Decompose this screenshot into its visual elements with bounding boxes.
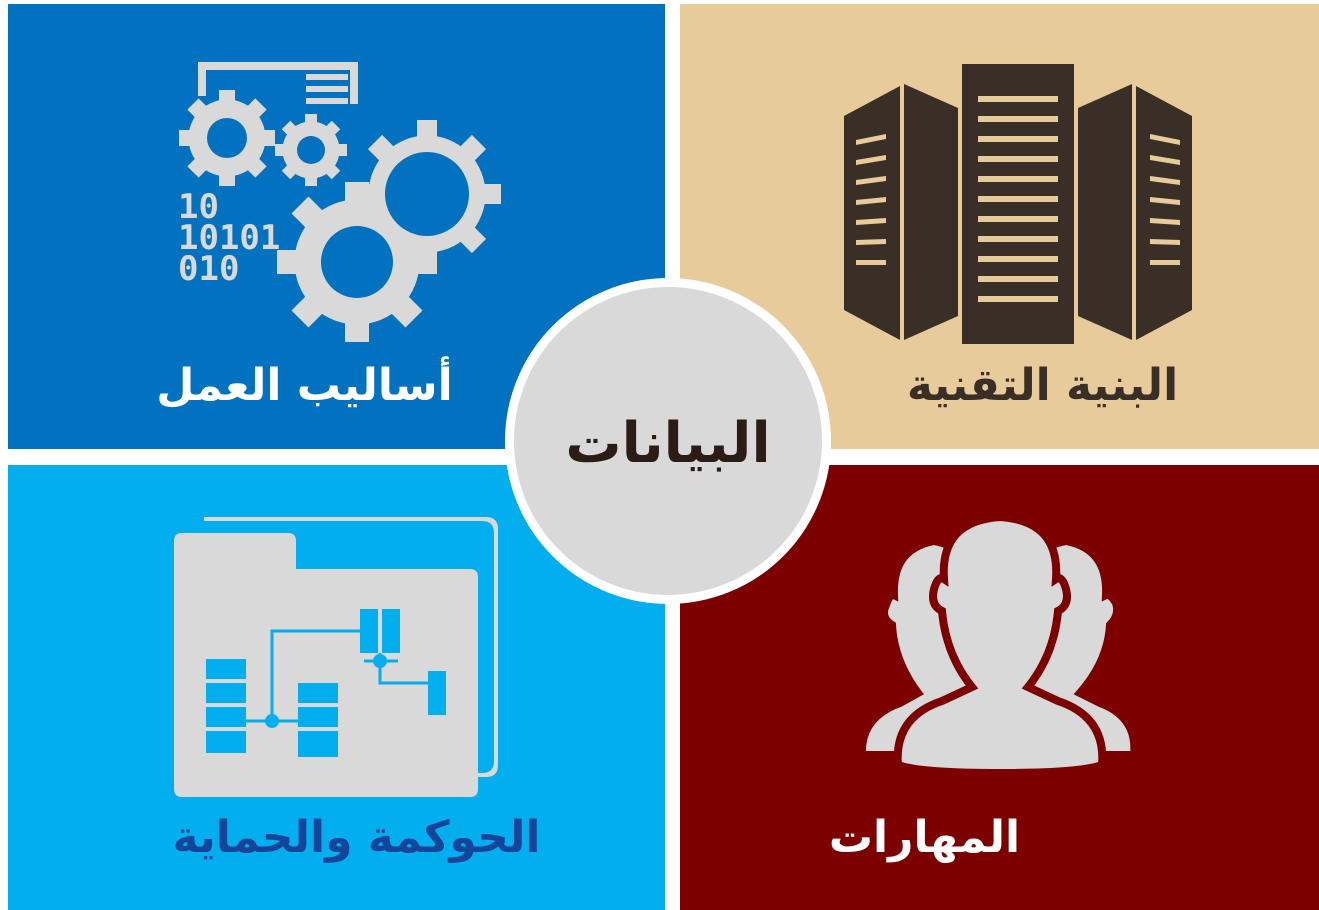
people-group-icon — [857, 512, 1139, 778]
svg-text:10101: 10101 — [178, 218, 280, 258]
svg-text:010: 010 — [178, 249, 239, 289]
quadrant-work-methods: 10 10101 010 — [8, 4, 665, 449]
svg-text:10: 10 — [178, 187, 219, 227]
center-label: البيانات — [565, 410, 771, 476]
server-racks-icon — [844, 64, 1192, 344]
quadrant-label-governance-protection: الحوكمة والحماية — [172, 812, 541, 863]
quadrant-label-work-methods: أساليب العمل — [156, 360, 453, 411]
center-circle: البيانات — [505, 278, 831, 604]
quadrant-label-technical-infrastructure: البنية التقنية — [906, 360, 1179, 411]
quadrant-label-skills: المهارات — [828, 812, 1021, 863]
quadrant-skills — [680, 465, 1319, 910]
gears-binary-icon: 10 10101 010 — [178, 62, 501, 342]
folder-structure-icon — [174, 517, 498, 797]
